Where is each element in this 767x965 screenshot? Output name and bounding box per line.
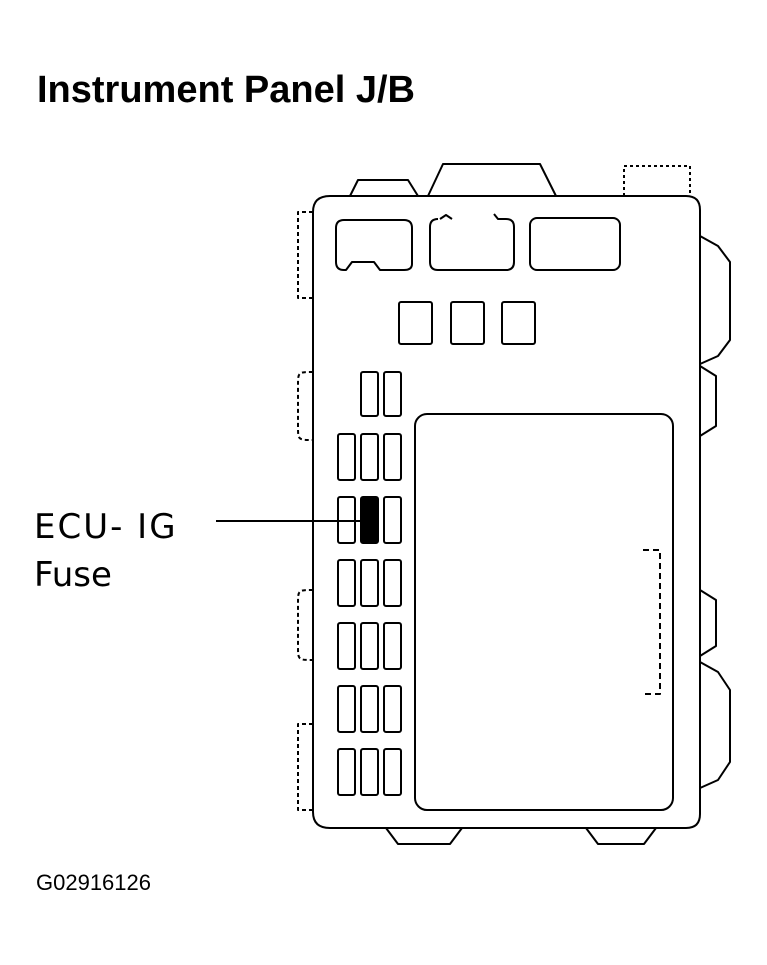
- fuse-r0-c1: [360, 371, 379, 417]
- connector-socket-right: [529, 217, 621, 271]
- fuse-r3-c2: [383, 559, 402, 607]
- left-tab-1: [297, 211, 313, 299]
- callout-line-2: Fuse: [34, 555, 112, 595]
- right-tab-3: [699, 589, 717, 657]
- fuse-r4-c2: [383, 622, 402, 670]
- connector-socket-left: [335, 219, 413, 271]
- fuse-r3-c0: [337, 559, 356, 607]
- bottom-tab-right: [585, 827, 657, 845]
- fuse-r1-c0: [337, 433, 356, 481]
- fuse-r6-c2: [383, 748, 402, 796]
- connector-socket-center: [429, 213, 515, 271]
- fuse-r6-c0: [337, 748, 356, 796]
- top-tab-left: [349, 179, 419, 197]
- panel-latch: [643, 549, 661, 695]
- figure-code: G02916126: [36, 870, 151, 895]
- top-tab-center: [427, 163, 557, 197]
- left-tab-4: [297, 723, 313, 811]
- right-tab-4: [699, 661, 731, 789]
- right-tab-1: [699, 235, 731, 365]
- fuse-r0-c2: [383, 371, 402, 417]
- fuse-r5-c2: [383, 685, 402, 733]
- fuse-r6-c1: [360, 748, 379, 796]
- left-tab-3: [297, 589, 314, 661]
- fuse-r1-c2: [383, 433, 402, 481]
- relay-3: [501, 301, 536, 345]
- callout-line-1: ECU- IG: [34, 507, 178, 547]
- fuse-r2-c2: [383, 496, 402, 544]
- fuse-r5-c0: [337, 685, 356, 733]
- relay-1: [398, 301, 433, 345]
- left-tab-2: [297, 371, 314, 441]
- jb-housing: [312, 195, 701, 829]
- fuse-r5-c1: [360, 685, 379, 733]
- bottom-tab-left: [385, 827, 463, 845]
- fuse-r1-c1: [360, 433, 379, 481]
- diagram-title: Instrument Panel J/B: [37, 69, 415, 111]
- fuse-r4-c0: [337, 622, 356, 670]
- relay-2: [450, 301, 485, 345]
- large-connector-panel: [414, 413, 674, 811]
- fuse-callout-label: ECU- IG Fuse: [34, 503, 178, 599]
- fuse-r4-c1: [360, 622, 379, 670]
- right-tab-2: [699, 365, 717, 437]
- fuse-r3-c1: [360, 559, 379, 607]
- top-tab-right: [623, 165, 691, 196]
